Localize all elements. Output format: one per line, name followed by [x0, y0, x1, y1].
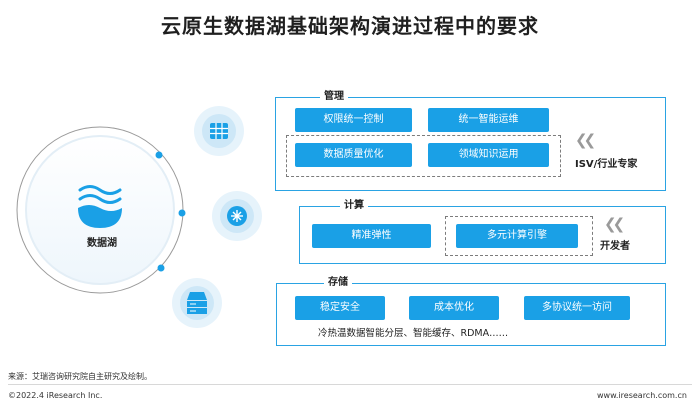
chevron-left-icon: ❮❮ [604, 215, 625, 233]
isv-expert-label: ISV/行业专家 [575, 159, 638, 170]
developer-label: 开发者 [600, 241, 630, 252]
copyright: ©2022.4 iResearch Inc. [8, 391, 103, 400]
orbit-dot [178, 209, 186, 217]
data-quality-button: 数据质量优化 [295, 143, 412, 167]
footer-divider [8, 384, 692, 385]
compute-panel [299, 206, 666, 264]
compute-dashed-group [445, 216, 593, 256]
source-note: 来源：艾瑞咨询研究院自主研究及绘制。 [8, 372, 152, 381]
management-dashed-group [286, 135, 561, 177]
permission-control-button: 权限统一控制 [295, 108, 412, 132]
snowflake-icon-node [212, 191, 262, 241]
table-icon-node [194, 106, 244, 156]
orbit-dot [155, 151, 163, 159]
server-icon-node [172, 278, 222, 328]
management-panel [275, 97, 666, 191]
multi-engine-button: 多元计算引擎 [456, 224, 578, 248]
orbit-dot [157, 264, 165, 272]
multi-protocol-button: 多协议统一访问 [524, 296, 630, 320]
website: www.iresearch.com.cn [597, 391, 687, 400]
cost-optimization-button: 成本优化 [409, 296, 499, 320]
storage-label: 存储 [324, 277, 352, 289]
precise-elasticity-button: 精准弹性 [312, 224, 431, 248]
storage-note: 冷热温数据智能分层、智能缓存、RDMA…… [318, 328, 509, 339]
data-lake-label: 数据湖 [87, 238, 117, 249]
chevron-left-icon: ❮❮ [575, 131, 596, 149]
stable-secure-button: 稳定安全 [295, 296, 385, 320]
intelligent-ops-button: 统一智能运维 [428, 108, 549, 132]
water-icon [78, 185, 122, 228]
storage-panel [276, 283, 666, 346]
page-title: 云原生数据湖基础架构演进过程中的要求 [161, 14, 539, 38]
domain-knowledge-button: 领域知识运用 [428, 143, 549, 167]
compute-label: 计算 [340, 200, 368, 212]
management-label: 管理 [320, 91, 348, 103]
